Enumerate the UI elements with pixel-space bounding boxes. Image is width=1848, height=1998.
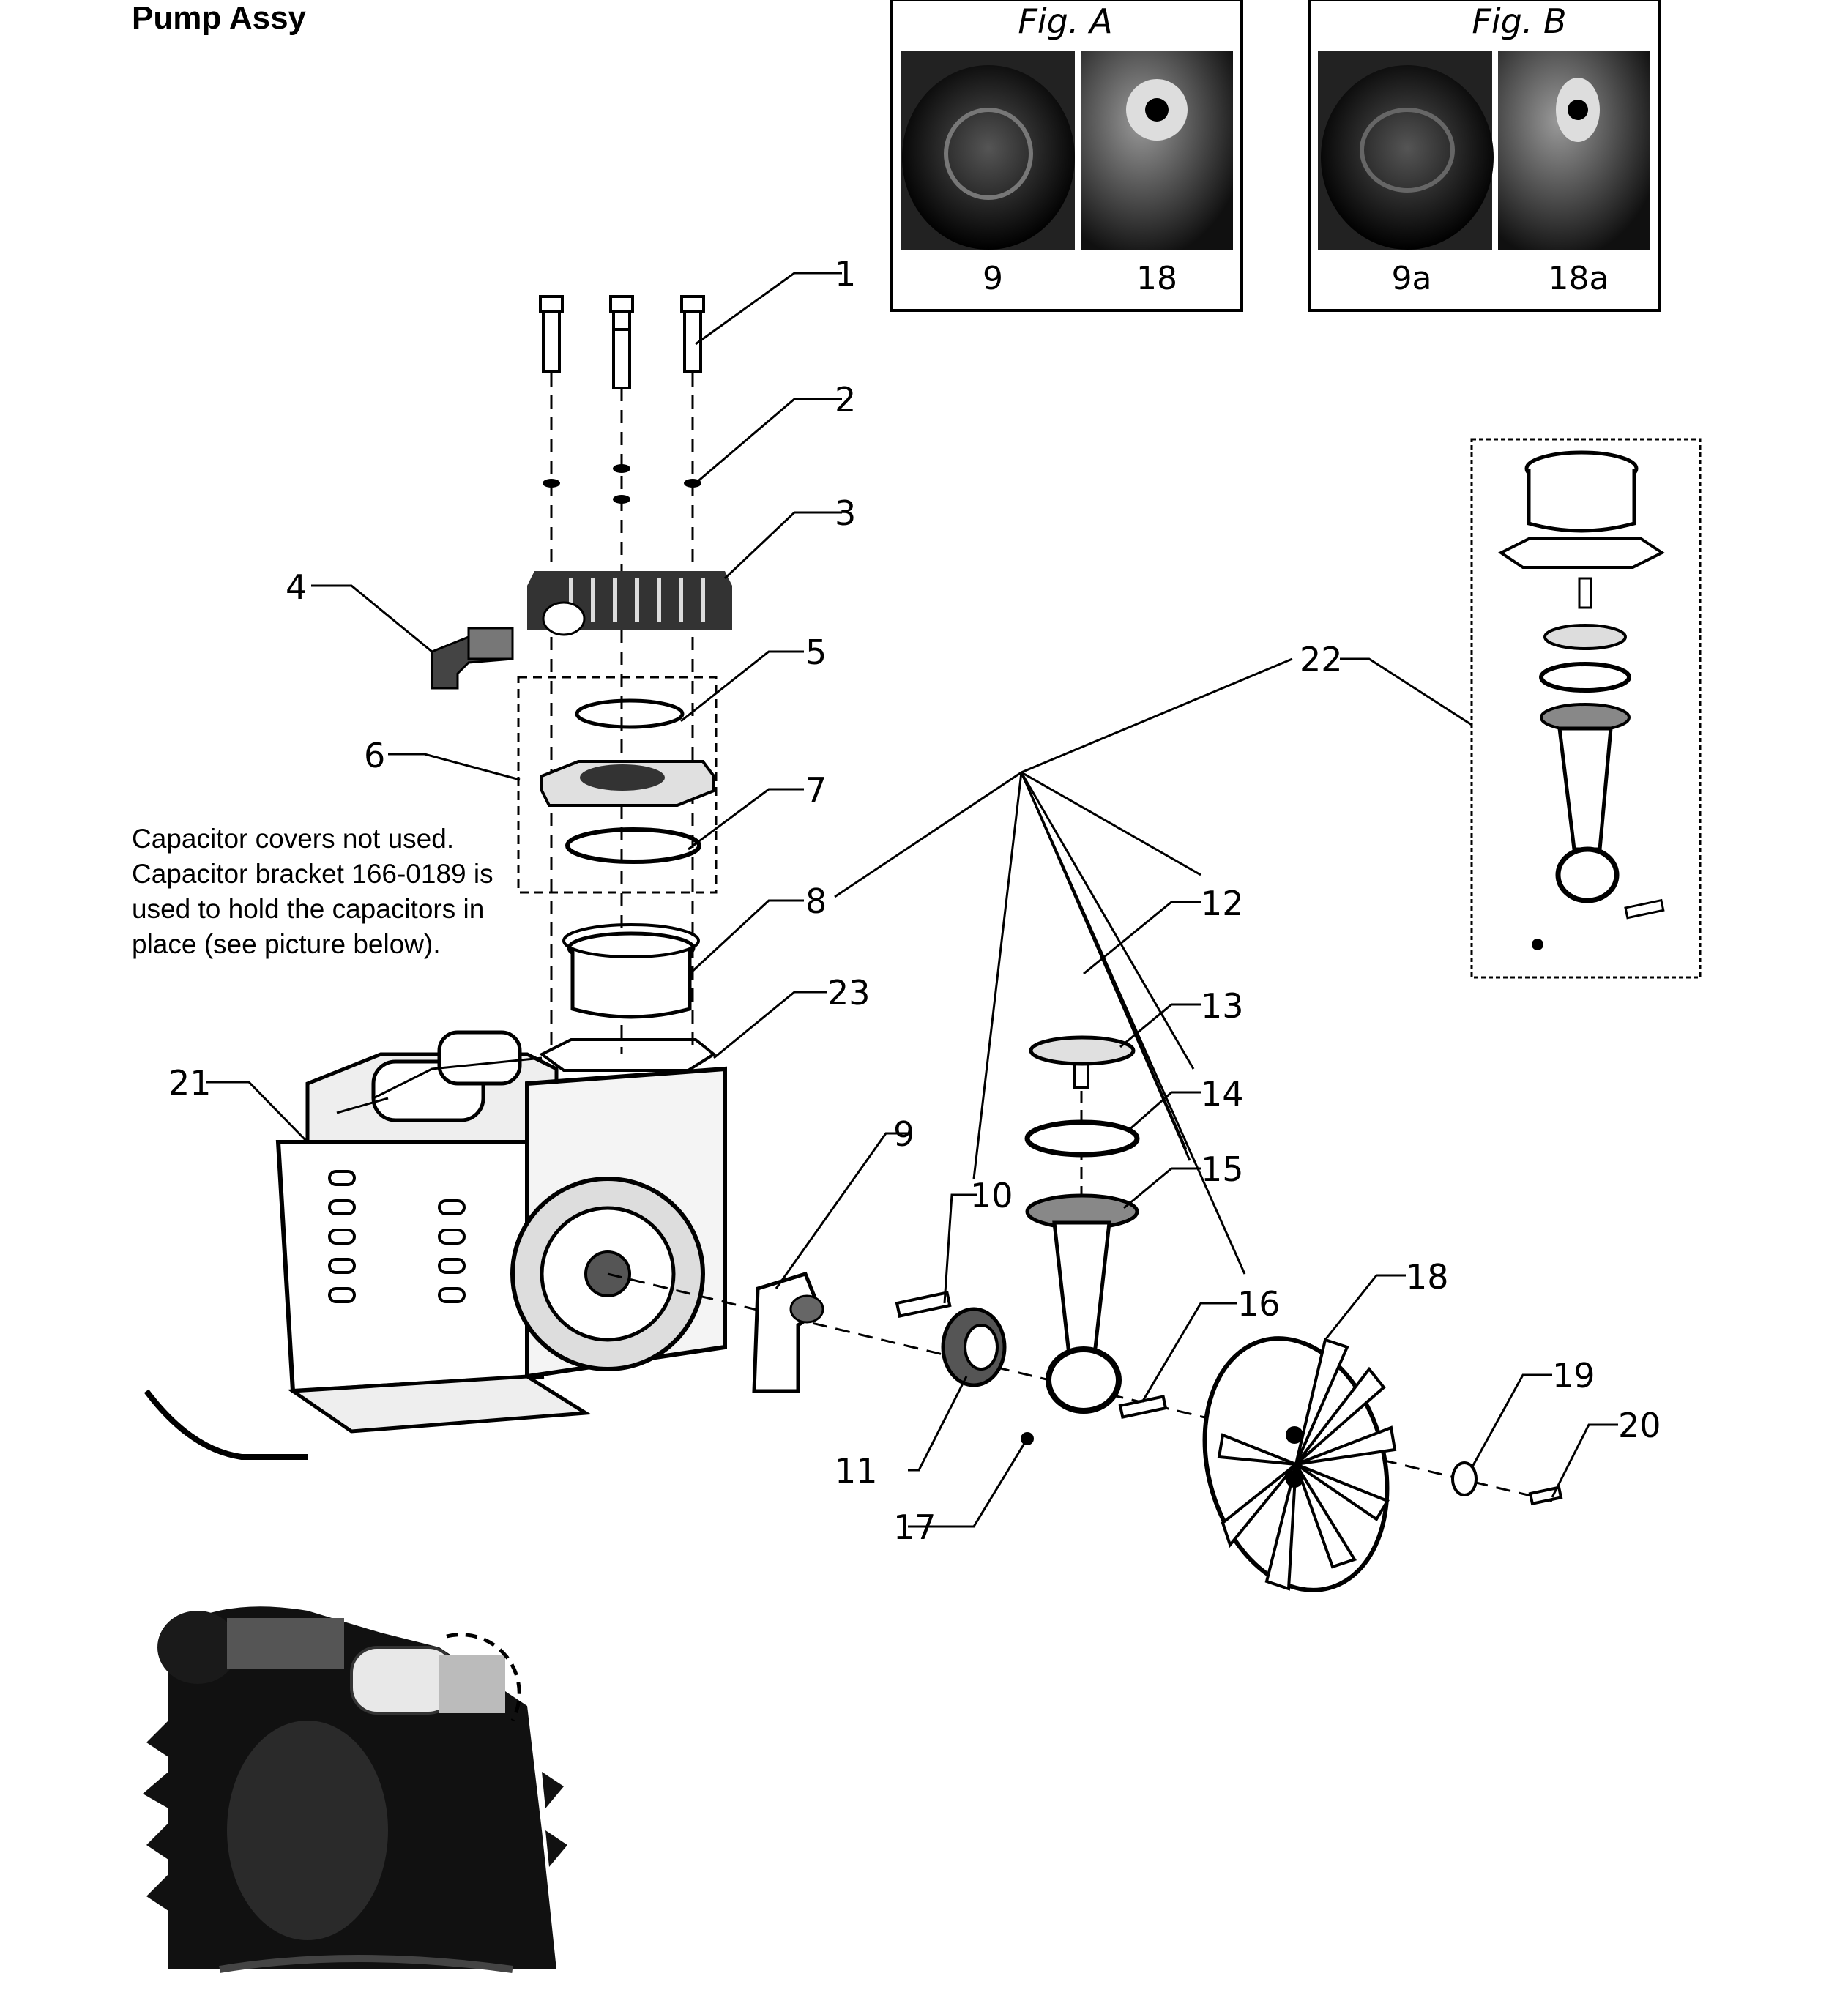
callout-19: 19 bbox=[1552, 1356, 1595, 1395]
callout-11: 11 bbox=[835, 1451, 878, 1491]
callout-6: 6 bbox=[364, 736, 385, 775]
callout-10: 10 bbox=[970, 1176, 1013, 1215]
callout-15: 15 bbox=[1201, 1149, 1244, 1189]
callout-18: 18 bbox=[1406, 1257, 1449, 1297]
callout-21: 21 bbox=[168, 1063, 212, 1103]
figure-a-caption: Fig. A bbox=[1018, 1, 1112, 41]
callout-17: 17 bbox=[893, 1507, 936, 1547]
cylinder-head bbox=[527, 571, 732, 636]
valve-plate bbox=[540, 760, 715, 807]
page-title: Pump Assy bbox=[132, 0, 307, 36]
screw-10 bbox=[895, 1291, 952, 1318]
bearing bbox=[941, 1307, 1007, 1387]
figure-b-label-left: 9a bbox=[1392, 260, 1432, 297]
elbow-fitting bbox=[431, 627, 514, 690]
callout-14: 14 bbox=[1201, 1074, 1244, 1114]
callout-5: 5 bbox=[805, 633, 827, 672]
eccentric bbox=[752, 1271, 824, 1393]
shaft-centerline bbox=[607, 1272, 1553, 1502]
leader-lines bbox=[206, 272, 1618, 1528]
valve-plate-group-box bbox=[517, 676, 718, 894]
callout-8: 8 bbox=[805, 881, 827, 921]
callout-13: 13 bbox=[1201, 986, 1244, 1026]
head-bolts bbox=[539, 295, 705, 389]
callout-7: 7 bbox=[805, 770, 827, 810]
callout-20: 20 bbox=[1618, 1406, 1661, 1445]
screw-20 bbox=[1528, 1486, 1563, 1506]
gasket-7 bbox=[565, 827, 701, 864]
figure-b-caption: Fig. B bbox=[1472, 1, 1566, 41]
gasket-23 bbox=[539, 1038, 717, 1072]
callout-1: 1 bbox=[835, 254, 856, 294]
callout-9: 9 bbox=[893, 1114, 914, 1154]
figure-a: Fig. A 9 18 bbox=[890, 0, 1243, 312]
callout-16: 16 bbox=[1237, 1284, 1281, 1324]
figure-b: Fig. B 9a 18a bbox=[1308, 0, 1661, 312]
kit-22-parts bbox=[1498, 450, 1665, 950]
capacitor-note: Capacitor covers not used. Capacitor bra… bbox=[132, 824, 493, 959]
motor-crankcase bbox=[144, 1030, 727, 1460]
fan bbox=[1202, 1336, 1397, 1592]
callout-4: 4 bbox=[286, 567, 307, 607]
callout-2: 2 bbox=[835, 380, 856, 420]
gasket-5 bbox=[575, 698, 685, 729]
callout-23: 23 bbox=[827, 973, 871, 1013]
retainer-plate bbox=[1029, 1035, 1136, 1066]
washer-19 bbox=[1451, 1461, 1478, 1496]
cup-14 bbox=[1024, 1119, 1140, 1158]
callout-3: 3 bbox=[835, 493, 856, 533]
figure-a-label-left: 9 bbox=[983, 260, 1003, 297]
capacitor-bracket-photo bbox=[143, 1606, 567, 1973]
figure-a-label-right: 18 bbox=[1136, 260, 1177, 297]
nut-17 bbox=[1021, 1432, 1034, 1445]
connecting-rod bbox=[1025, 1193, 1139, 1414]
callout-12: 12 bbox=[1201, 884, 1244, 923]
callout-22: 22 bbox=[1300, 640, 1343, 679]
cylinder-sleeve bbox=[562, 923, 700, 1019]
figure-b-label-right: 18a bbox=[1549, 260, 1609, 297]
